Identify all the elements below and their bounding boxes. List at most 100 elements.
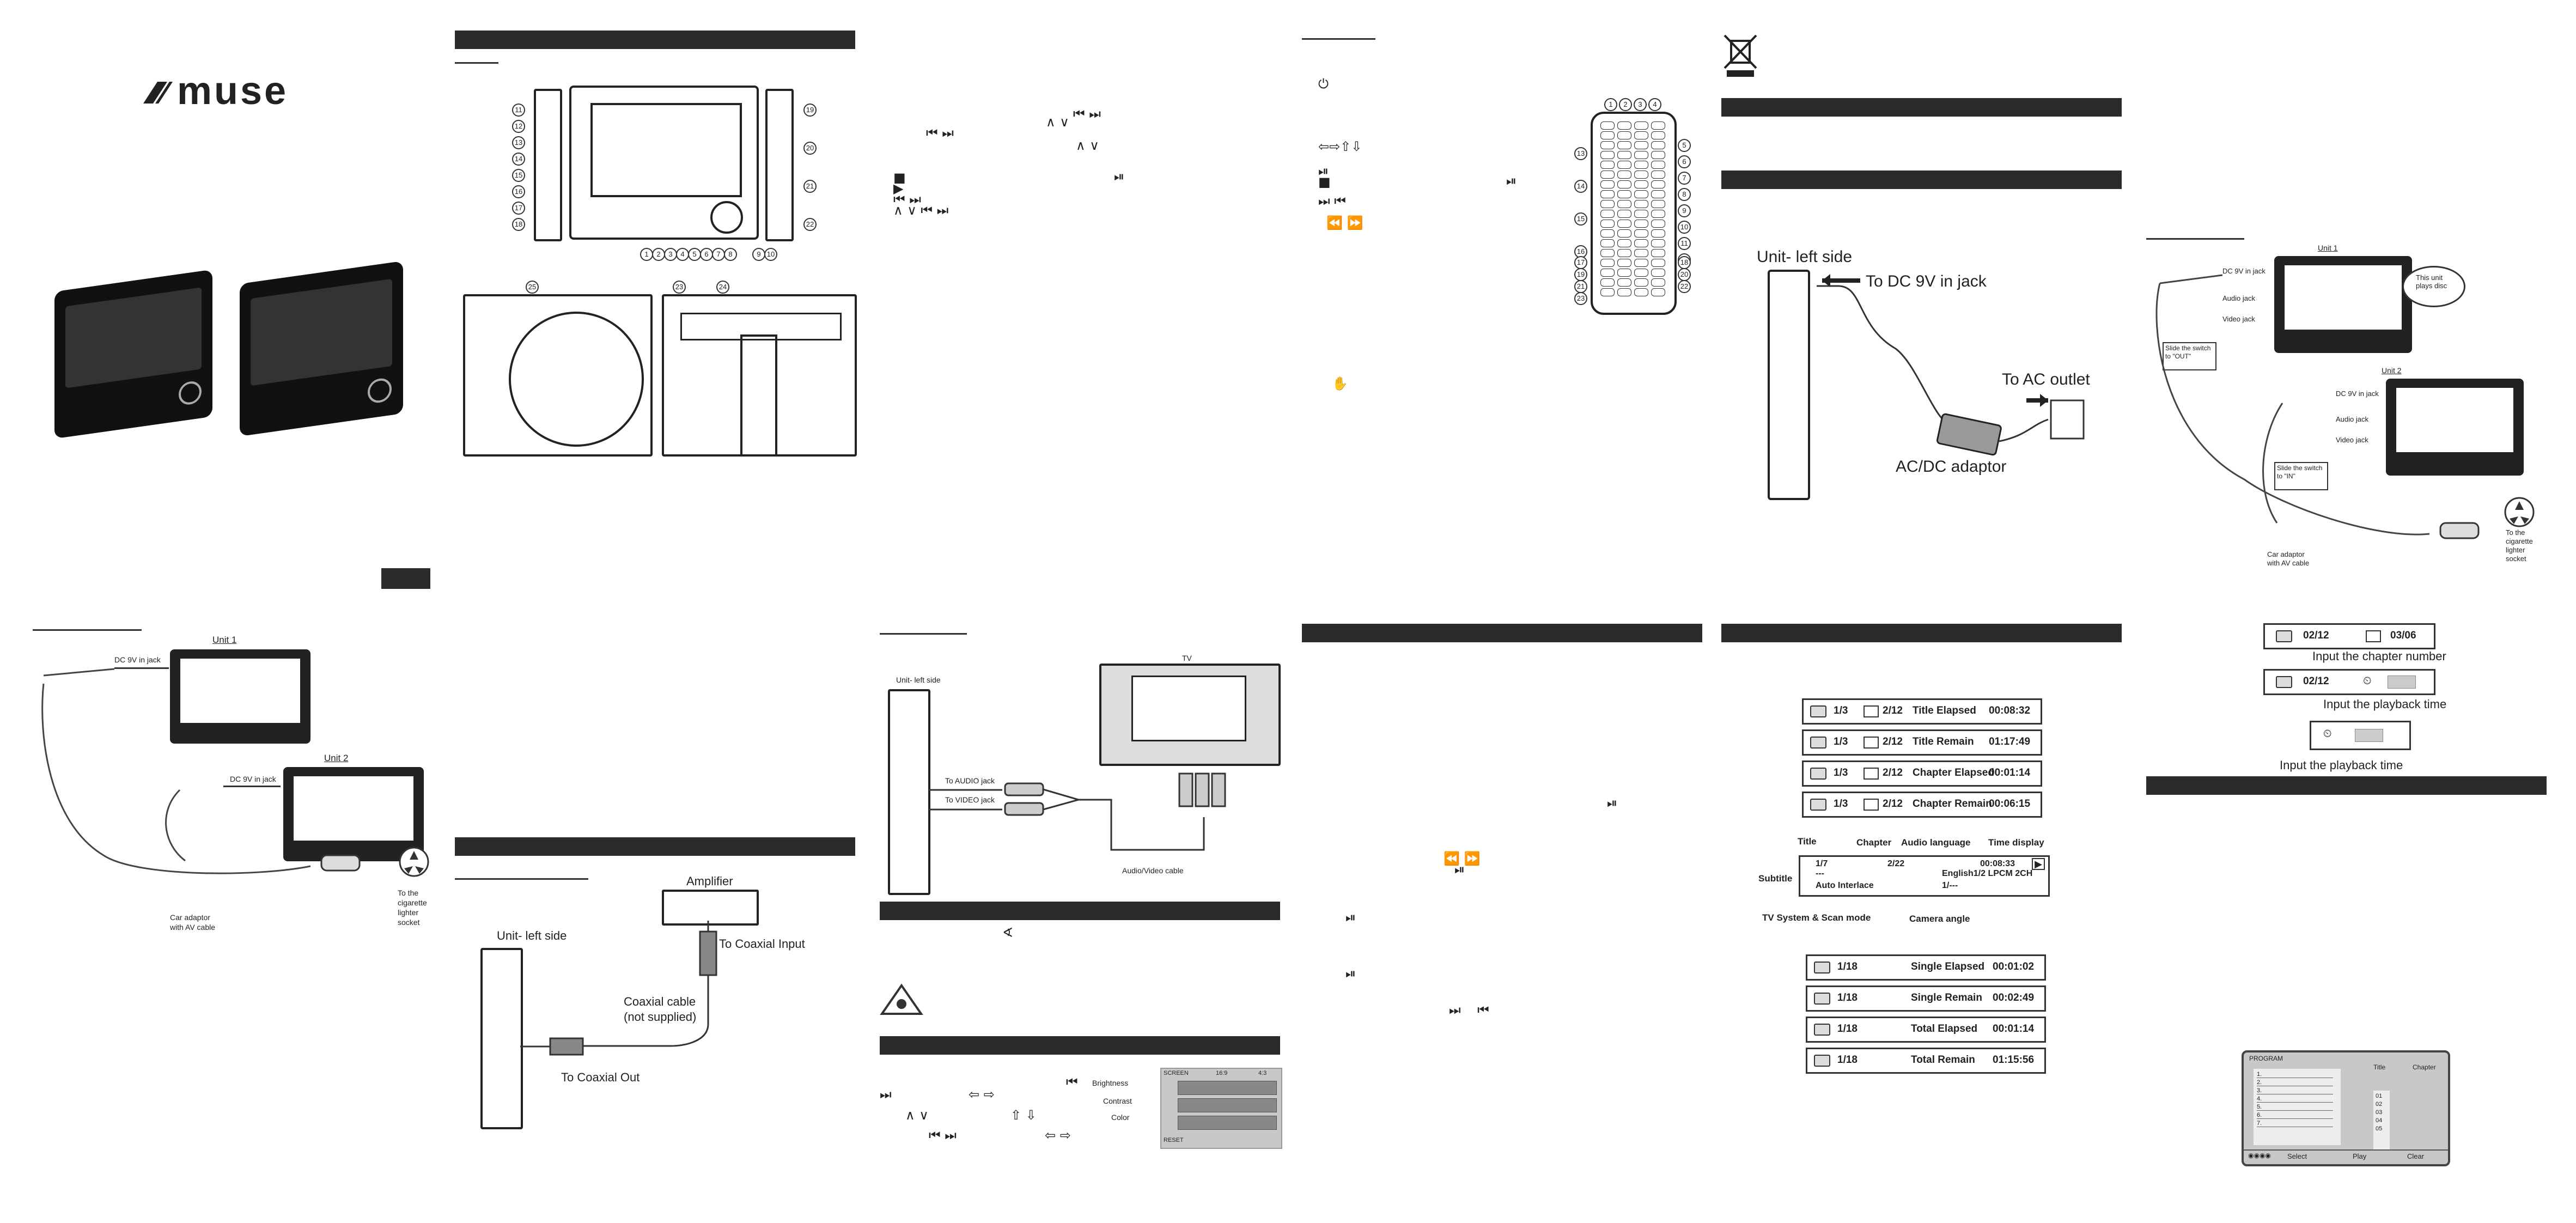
program-play[interactable]: Play (2353, 1152, 2367, 1160)
disc-icon (1810, 768, 1826, 780)
remote-key (1600, 161, 1615, 169)
ratio-43: 4:3 (1258, 1070, 1267, 1076)
remote-key (1617, 131, 1631, 139)
weee-icon (1721, 30, 1759, 79)
tv-unit-left-label: Unit- left side (896, 676, 941, 684)
power-symbol: ⏻ (1318, 76, 1329, 92)
remote-key (1651, 220, 1665, 228)
cover-badge (381, 568, 430, 589)
remote-key (1651, 121, 1665, 130)
remote-key (1617, 259, 1631, 267)
device-number-marker: 16 (512, 185, 525, 198)
remote-key (1617, 151, 1631, 159)
device-number-marker: 6 (700, 248, 713, 261)
remote-key (1634, 269, 1648, 277)
dual-unit1-label: Unit 1 (2318, 244, 2338, 252)
coaxial-panel: Amplifier Unit- left side To Coaxial Inp… (452, 833, 855, 1160)
disc-icon (1814, 1055, 1830, 1067)
front-device (569, 86, 759, 240)
osd-row-label: Title Elapsed (1913, 705, 1976, 716)
section-header-bar (455, 31, 855, 49)
remote-key (1617, 161, 1631, 169)
book-icon (2366, 630, 2381, 642)
info-dash: --- (1816, 869, 1824, 878)
color-slider[interactable] (1178, 1116, 1277, 1130)
arrow-symbols-row2: ∧ ∨ (1046, 114, 1069, 130)
time-entry-field[interactable] (2388, 676, 2416, 689)
disc-icon (1810, 705, 1826, 717)
unit2-label: Unit 2 (324, 753, 349, 763)
unit2-screen (292, 775, 415, 842)
info-time: 00:08:33 (1980, 859, 2015, 868)
remote-key (1600, 229, 1615, 238)
dc-in-label-2: DC 9V in jack (230, 775, 276, 783)
av-cable-label: Audio/Video cable (1122, 866, 1184, 875)
remote-key (1600, 151, 1615, 159)
dual-cable-drawing (2155, 274, 2535, 539)
coaxial-header-bar (455, 837, 855, 856)
search-header-bar (2146, 776, 2547, 795)
device-number-marker: 23 (673, 281, 686, 294)
brand-logo: muse (139, 69, 346, 113)
program-clear[interactable]: Clear (2407, 1152, 2425, 1160)
brightness-slider[interactable] (1178, 1081, 1277, 1095)
disc-icon (2276, 630, 2292, 642)
contrast-label: Contrast (1103, 1097, 1132, 1105)
info-play-icon: ▶ (2032, 858, 2045, 870)
remote-key (1651, 180, 1665, 188)
disc-icon (1810, 799, 1826, 811)
amplifier-label: Amplifier (686, 874, 733, 888)
subtitle-label: Subtitle (1758, 873, 1793, 884)
remote-key (1600, 180, 1615, 188)
remote-key (1634, 249, 1648, 257)
remote-key (1651, 210, 1665, 218)
device-number-marker: 7 (712, 248, 725, 261)
power-cable-drawing (1817, 274, 2085, 456)
tv-screen (1131, 676, 1246, 741)
book-icon (1864, 799, 1879, 811)
remote-key (1651, 200, 1665, 208)
coax-in-label: To Coaxial Input (719, 937, 805, 951)
audio-language-label: Audio language (1901, 837, 1971, 848)
tv-unit-side (888, 689, 930, 895)
remote-number-marker: 3 (1634, 98, 1647, 111)
search1-b[interactable]: 03/06 (2390, 630, 2416, 641)
remote-key (1600, 210, 1615, 218)
contrast-slider[interactable] (1178, 1098, 1277, 1112)
remote-key (1617, 141, 1631, 149)
symbols-panel: ⏮ ⏭ ⏮ ⏭ ∧ ∨ ∧ ∨ ⏯ ■ ▶ ⏮ ⏭ ∧ ∨ ⏮ ⏭ (877, 0, 1280, 599)
chapter-label: Chapter (1856, 837, 1892, 848)
power-panel: Unit- left side To DC 9V in jack To AC o… (1721, 0, 2124, 599)
reset-label[interactable]: RESET (1164, 1137, 1184, 1143)
remote-key (1617, 180, 1631, 188)
device-number-marker: 19 (803, 104, 817, 117)
program-chapter: 03 (2376, 1109, 2383, 1116)
dual-unit2-screen (2395, 386, 2515, 454)
program-select[interactable]: Select (2287, 1152, 2307, 1160)
car-adaptor-label: Car adaptor with AV cable (170, 913, 216, 932)
product-knob-left (179, 380, 202, 406)
angle-symbol: ∢ (1002, 925, 1014, 940)
back-device-left (463, 294, 653, 457)
program-chapter: 02 (2376, 1101, 2383, 1108)
ac-unit-left-label: Unit- left side (1757, 248, 1853, 266)
remote-key (1600, 121, 1615, 130)
crossed-bin-icon (1724, 34, 1757, 77)
time-entry-field-2[interactable] (2355, 729, 2383, 742)
settings-osd: SCREEN 16:9 4:3 RESET (1160, 1068, 1282, 1149)
remote-number-marker: 18 (1678, 256, 1691, 269)
info-camera: 1/--- (1942, 881, 1958, 890)
dual-video2-label: Video jack (2336, 436, 2368, 444)
search2-a: 02/12 (2303, 676, 2329, 687)
settings-prev-symbol: ⏮ (1066, 1074, 1078, 1090)
program-list: 1.2.3.4.5.6.7. (2254, 1069, 2341, 1145)
unit1-arrow (114, 667, 169, 669)
unit-left-label: Unit- left side (497, 929, 567, 942)
remote-number-marker: 15 (1574, 212, 1587, 226)
device-number-marker: 1 (640, 248, 653, 261)
remote-key (1634, 141, 1648, 149)
remote-number-marker: 23 (1574, 292, 1587, 305)
program-row: 3. (2257, 1087, 2333, 1094)
